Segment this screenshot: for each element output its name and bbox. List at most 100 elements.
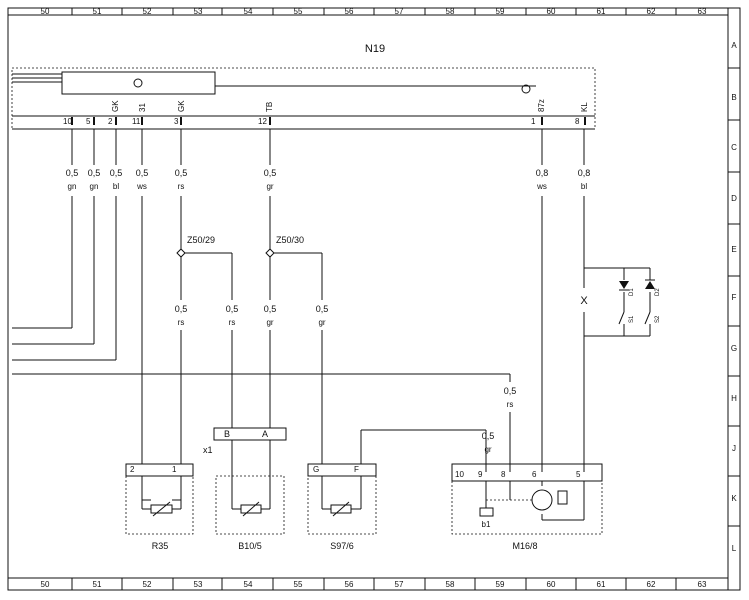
col-label: 56 bbox=[345, 580, 354, 589]
svg-text:9: 9 bbox=[478, 470, 483, 479]
wire-labels-top: 0,5 gn 0,5 gn 0,5 bl 0,5 ws 0,5 rs 0,5 g… bbox=[66, 168, 591, 191]
svg-text:rs: rs bbox=[178, 182, 185, 191]
col-label: 55 bbox=[294, 580, 303, 589]
svg-text:rs: rs bbox=[178, 318, 185, 327]
component-label: S97/6 bbox=[330, 541, 354, 551]
col-label: 62 bbox=[647, 7, 656, 16]
module-pins: 10 5 2 11 3 12 1 8 GK 31 GK TB 87z KL bbox=[63, 99, 589, 126]
row-label: K bbox=[731, 494, 737, 503]
light-icon bbox=[521, 84, 531, 94]
pin-num: 1 bbox=[531, 117, 536, 126]
pin-label: GK bbox=[177, 100, 186, 112]
row-label: E bbox=[731, 245, 736, 254]
svg-text:S1: S1 bbox=[629, 315, 635, 323]
svg-text:0,5: 0,5 bbox=[482, 431, 495, 441]
col-label: 50 bbox=[41, 7, 50, 16]
col-label: 57 bbox=[395, 7, 404, 16]
pin-label: TB bbox=[265, 102, 274, 112]
col-label: 53 bbox=[194, 7, 203, 16]
column-dividers bbox=[71, 8, 740, 590]
pin-label: 31 bbox=[138, 103, 147, 112]
svg-text:0,5: 0,5 bbox=[88, 168, 101, 178]
pin-num: 10 bbox=[63, 117, 72, 126]
svg-text:rs: rs bbox=[507, 400, 514, 409]
svg-text:ws: ws bbox=[536, 182, 547, 191]
pin-num: 2 bbox=[108, 117, 113, 126]
svg-text:0,5: 0,5 bbox=[175, 304, 188, 314]
svg-text:1: 1 bbox=[172, 465, 177, 474]
row-label: H bbox=[731, 394, 737, 403]
svg-text:G: G bbox=[313, 465, 319, 474]
relay-mark: X bbox=[580, 295, 588, 307]
col-label: 61 bbox=[597, 7, 606, 16]
pin-num: 12 bbox=[258, 117, 267, 126]
bottom-column-labels: 50 51 52 53 54 55 56 57 58 59 60 61 62 6… bbox=[41, 580, 707, 589]
light-icon bbox=[133, 78, 143, 88]
svg-text:2: 2 bbox=[130, 465, 135, 474]
col-label: 60 bbox=[547, 580, 556, 589]
row-label: L bbox=[732, 544, 737, 553]
component-m16-8: 10 9 8 6 5 b1 M16/8 bbox=[451, 463, 603, 551]
motor-icon bbox=[531, 489, 553, 511]
svg-text:0,8: 0,8 bbox=[536, 168, 549, 178]
component-s97-6: G F S97/6 bbox=[307, 463, 377, 551]
splice-label: Z50/29 bbox=[187, 235, 215, 245]
svg-text:S2: S2 bbox=[655, 315, 661, 323]
col-label: 58 bbox=[446, 580, 455, 589]
svg-text:A: A bbox=[262, 429, 268, 439]
component-b10-5: B10/5 bbox=[215, 440, 285, 551]
col-label: 50 bbox=[41, 580, 50, 589]
col-label: 59 bbox=[496, 580, 505, 589]
row-label: J bbox=[732, 444, 736, 453]
wire-labels-mid: 0,5 rs 0,5 rs 0,5 gr 0,5 gr 0,5 rs 0,5 g… bbox=[175, 304, 517, 454]
svg-text:0,5: 0,5 bbox=[264, 304, 277, 314]
svg-text:5: 5 bbox=[576, 470, 581, 479]
col-label: 55 bbox=[294, 7, 303, 16]
pin-num: 3 bbox=[174, 117, 179, 126]
svg-text:gr: gr bbox=[266, 318, 273, 327]
position-icon bbox=[557, 490, 568, 505]
svg-text:0,8: 0,8 bbox=[578, 168, 591, 178]
switch-icon bbox=[644, 311, 651, 325]
diode-icon bbox=[619, 281, 629, 289]
top-column-labels: 50 51 52 53 54 55 56 57 58 59 60 61 62 6… bbox=[41, 7, 707, 16]
col-label: 51 bbox=[93, 580, 102, 589]
relay-circuit: X D1 D2 S1 S2 bbox=[580, 267, 661, 337]
col-label: 59 bbox=[496, 7, 505, 16]
col-label: 63 bbox=[698, 580, 707, 589]
row-label: D bbox=[731, 194, 737, 203]
col-label: 58 bbox=[446, 7, 455, 16]
row-label: F bbox=[732, 293, 737, 302]
module-block bbox=[61, 71, 216, 95]
svg-text:D1: D1 bbox=[629, 288, 635, 296]
svg-text:0,5: 0,5 bbox=[226, 304, 239, 314]
svg-text:F: F bbox=[354, 465, 359, 474]
svg-text:10: 10 bbox=[455, 470, 464, 479]
module-name: N19 bbox=[365, 43, 385, 55]
svg-text:0,5: 0,5 bbox=[264, 168, 277, 178]
wires bbox=[12, 129, 585, 472]
svg-text:gr: gr bbox=[484, 445, 491, 454]
col-label: 54 bbox=[244, 580, 253, 589]
row-label: A bbox=[731, 41, 737, 50]
switch-icon bbox=[618, 311, 625, 325]
svg-text:0,5: 0,5 bbox=[66, 168, 79, 178]
component-label: B10/5 bbox=[238, 541, 262, 551]
col-label: 56 bbox=[345, 7, 354, 16]
pin-label: KL bbox=[580, 102, 589, 112]
svg-text:b1: b1 bbox=[482, 520, 491, 529]
svg-text:D2: D2 bbox=[655, 288, 661, 296]
row-labels: A B C D E F G H J K L bbox=[731, 41, 737, 553]
module-n19: N19 bbox=[11, 43, 596, 130]
col-label: 54 bbox=[244, 7, 253, 16]
row-label: B bbox=[731, 93, 736, 102]
component-label: R35 bbox=[152, 541, 169, 551]
pin-label: 87z bbox=[537, 99, 546, 112]
col-label: 57 bbox=[395, 580, 404, 589]
svg-text:0,5: 0,5 bbox=[504, 386, 517, 396]
component-label: M16/8 bbox=[512, 541, 537, 551]
col-label: 62 bbox=[647, 580, 656, 589]
pin-num: 8 bbox=[575, 117, 580, 126]
row-label: G bbox=[731, 344, 737, 353]
